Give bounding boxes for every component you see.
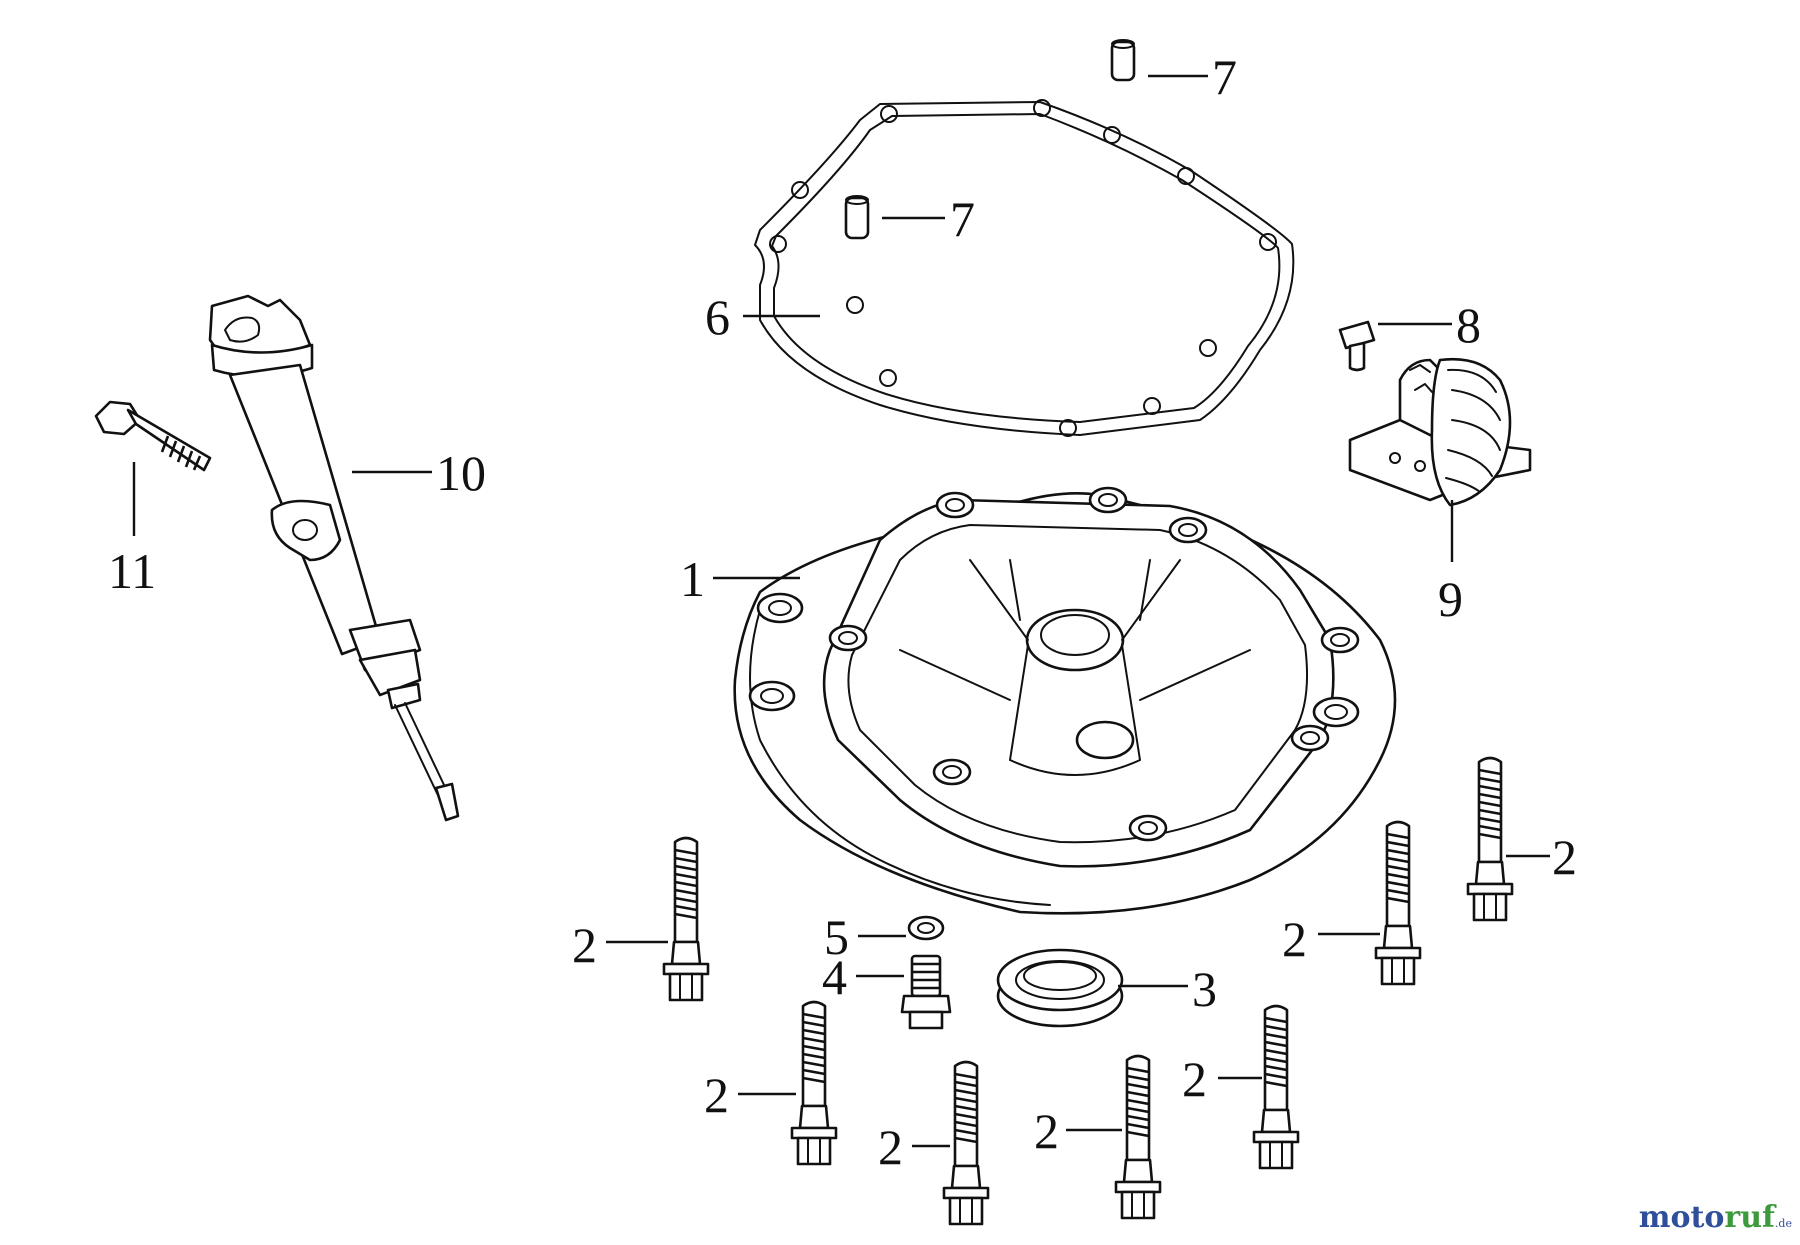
governor-assembly-part-9 [1348,357,1532,507]
watermark: motoruf.de [1639,1200,1792,1235]
label-2-left: 2 [572,917,597,973]
flange-bolt-part-2-right-upper [1466,756,1514,922]
flange-bolt-part-2-bottom-1 [790,1000,838,1166]
label-7-upper: 7 [1212,49,1237,105]
flange-bolt-part-2-left [662,836,710,1002]
label-9: 9 [1438,571,1463,627]
label-1: 1 [680,551,705,607]
label-2-bottom-4: 2 [1182,1051,1207,1107]
oil-fill-tube-part-10 [208,294,460,822]
label-3: 3 [1192,961,1217,1017]
label-10: 10 [436,445,486,501]
dowel-pin-part-7-upper [1110,39,1136,82]
dowel-pin-part-7-lower [844,195,870,240]
bolt-part-11 [94,400,212,472]
callout-labels: 1 6 7 7 8 9 10 11 2 2 2 2 2 2 2 3 4 5 [108,49,1577,1175]
watermark-tld: .de [1774,1217,1792,1230]
flange-bolt-part-2-right-mid [1374,820,1422,986]
label-2-right-mid: 2 [1282,911,1307,967]
drain-plug-part-4 [900,954,952,1030]
bolt-part-8 [1338,320,1376,372]
flange-bolt-part-2-bottom-4 [1252,1004,1300,1170]
label-11: 11 [108,543,156,599]
washer-part-5 [907,915,945,941]
label-4: 4 [822,949,847,1005]
flange-bolt-part-2-bottom-3 [1114,1054,1162,1220]
flange-bolt-part-2-bottom-2 [942,1060,990,1226]
cover-bolt-bosses [748,486,1360,842]
label-2-bottom-2: 2 [878,1119,903,1175]
label-8: 8 [1456,297,1481,353]
label-2-bottom-3: 2 [1034,1103,1059,1159]
gasket-part-6 [754,99,1295,437]
crankcase-cover-part-1 [733,486,1397,915]
watermark-part-1: moto [1638,1200,1725,1235]
label-7-lower: 7 [950,191,975,247]
leader-lines [132,74,1550,1148]
label-2-right-upper: 2 [1552,829,1577,885]
label-6: 6 [705,289,730,345]
oil-seal-part-3 [996,948,1124,1028]
label-5: 5 [824,909,849,965]
label-2-bottom-1: 2 [704,1067,729,1123]
watermark-part-2: ruf [1724,1200,1775,1235]
